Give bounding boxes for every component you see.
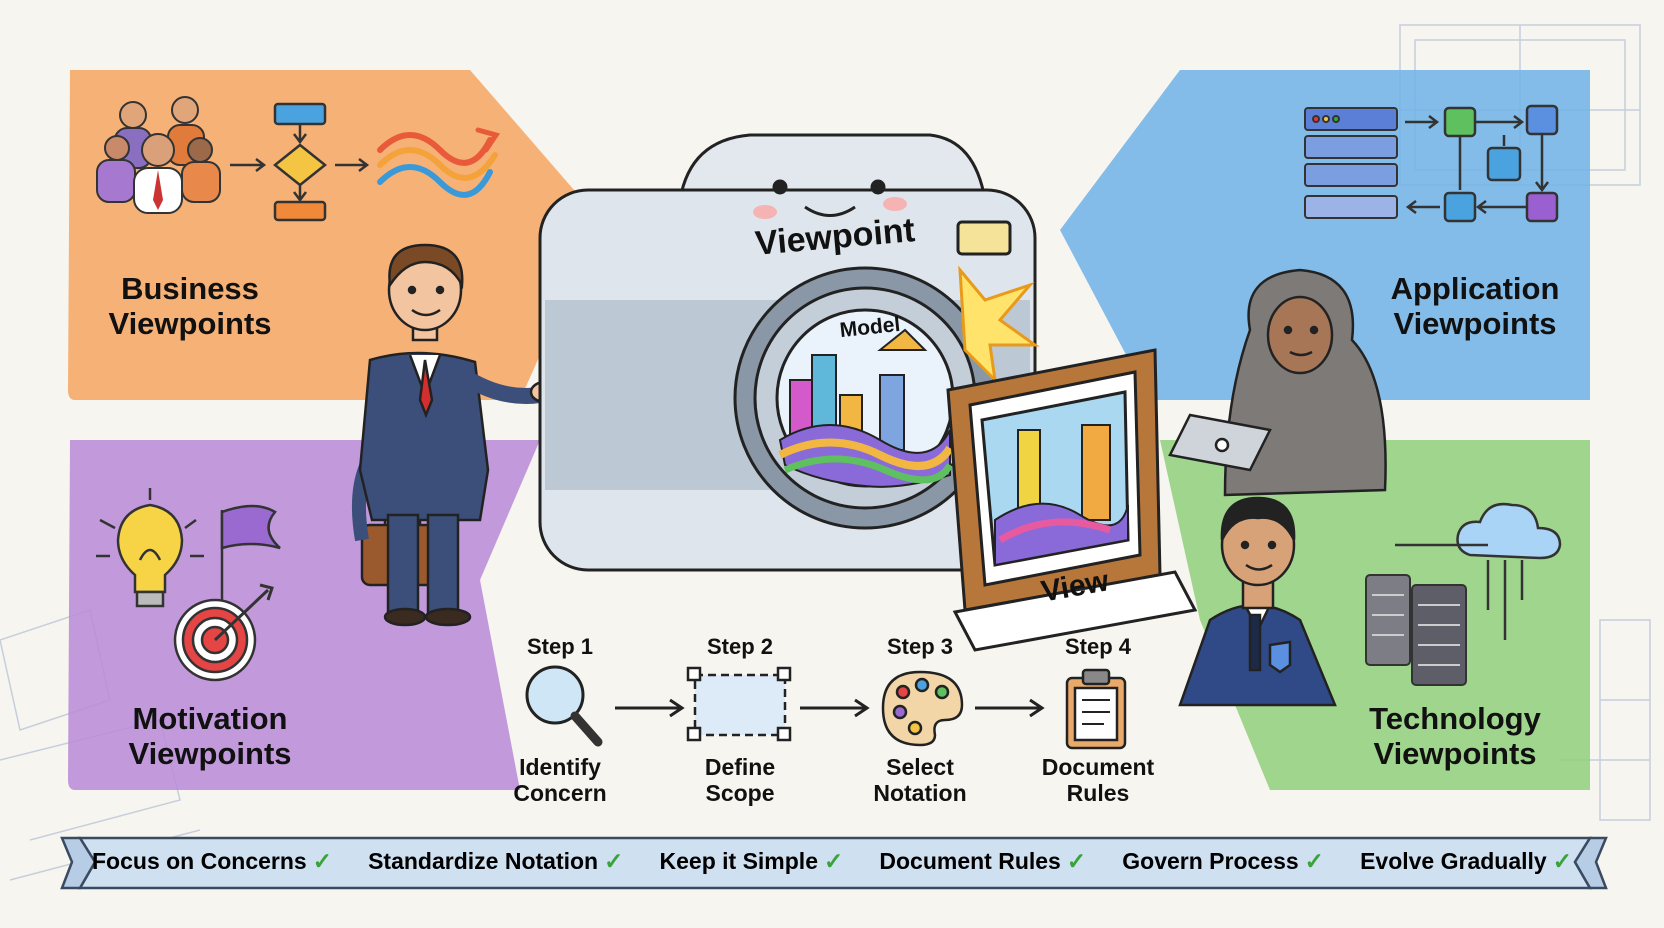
principle-item: Document Rules✓ [879, 848, 1086, 875]
principle-label: Keep it Simple [659, 847, 818, 874]
technology-viewpoints-title: Technology Viewpoints [1369, 701, 1541, 771]
step-4-text: Document Rules [1041, 754, 1155, 806]
principle-label: Document Rules [879, 847, 1061, 874]
principle-label: Evolve Gradually [1360, 847, 1547, 874]
business-panel [68, 70, 600, 400]
principle-label: Standardize Notation [368, 847, 599, 874]
flash-burst [958, 265, 1040, 385]
developer-figure [1168, 268, 1387, 497]
security-officer-figure [1178, 496, 1337, 707]
application-panel [1060, 70, 1590, 400]
principle-item: Evolve Gradually✓ [1360, 848, 1572, 875]
business-viewpoints-title: Business Viewpoints [108, 271, 272, 341]
step-4-number: Step 4 [1064, 634, 1132, 659]
step-1-text: Identify Concern [513, 754, 607, 806]
checkmark-icon: ✓ [312, 847, 332, 874]
view-frame [946, 348, 1198, 652]
step-2-text: Define Scope [704, 754, 776, 806]
trend-waves-icon [377, 127, 500, 198]
lens-cityscape [778, 328, 954, 488]
checkmark-icon: ✓ [604, 847, 624, 874]
step-arrows [615, 698, 1045, 718]
palette-icon [881, 670, 964, 747]
target-flag-icon [173, 504, 281, 682]
app-workflow-icon [1405, 104, 1559, 223]
checkmark-icon: ✓ [1066, 847, 1087, 874]
principles-list: Focus on Concerns✓ Standardize Notation✓… [92, 843, 1572, 879]
selection-box-icon [686, 666, 792, 742]
principles-ribbon [60, 836, 1608, 890]
checkmark-icon: ✓ [1304, 847, 1324, 874]
checkmark-icon: ✓ [823, 847, 844, 874]
principle-item: Focus on Concerns✓ [92, 848, 332, 875]
lightbulb-icon [96, 488, 204, 608]
principle-item: Govern Process✓ [1122, 848, 1324, 875]
motivation-viewpoints-title: Motivation Viewpoints [128, 701, 292, 771]
step-2-number: Step 2 [706, 634, 774, 659]
clipboard-icon [1065, 668, 1127, 750]
step-3-number: Step 3 [886, 634, 954, 659]
application-viewpoints-title: Application Viewpoints [1390, 271, 1560, 341]
checkmark-icon: ✓ [1552, 847, 1572, 874]
step-3-text: Select Notation [873, 754, 967, 806]
principle-item: Keep it Simple✓ [660, 848, 844, 875]
business-team-icon [96, 96, 221, 214]
magnifier-icon [525, 665, 603, 747]
cloud-icon [1395, 502, 1562, 640]
principle-label: Govern Process [1122, 847, 1299, 874]
app-list-icon [1304, 107, 1398, 219]
step-1-number: Step 1 [526, 634, 594, 659]
principle-item: Standardize Notation✓ [368, 848, 623, 875]
server-rack-icon [1365, 574, 1467, 686]
principle-label: Focus on Concerns [92, 847, 307, 874]
flowchart-icon [230, 102, 370, 222]
